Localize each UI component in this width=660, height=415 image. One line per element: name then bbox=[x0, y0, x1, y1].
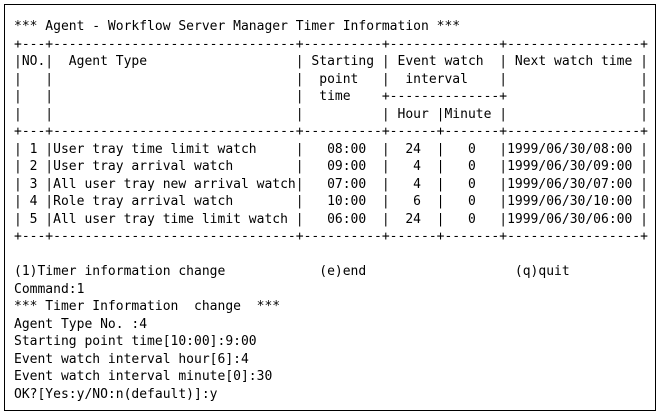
table-header-row-3: | | | time +--------------+ | bbox=[14, 89, 648, 104]
blank-line bbox=[14, 246, 651, 264]
command-line: Command:1 bbox=[14, 281, 85, 297]
table-header-row-1: |NO.| Agent Type | Starting | Event watc… bbox=[14, 54, 648, 69]
table-header-row-4: | | | | Hour |Minute | | bbox=[14, 106, 648, 122]
table-row-2: | 2 |User tray arrival watch | 09:00 | 4… bbox=[14, 159, 648, 174]
table-header-row-2: | | | point | interval | | bbox=[14, 71, 648, 87]
interval-minute-line: Event watch interval minute[0]:30 bbox=[14, 369, 273, 384]
table-row-5: | 5 |All user tray time limit watch | 06… bbox=[14, 211, 648, 227]
change-heading-line: *** Timer Information change *** bbox=[14, 299, 281, 314]
starting-point-time-line: Starting point time[10:00]:9:00 bbox=[14, 334, 257, 349]
table-header-border: +---+-------------------------------+---… bbox=[14, 124, 648, 139]
table-row-3: | 3 |All user tray new arrival watch| 07… bbox=[14, 176, 648, 192]
table-row-4: | 4 |Role tray arrival watch | 10:00 | 6… bbox=[14, 194, 648, 209]
table-bottom-border: +---+-------------------------------+---… bbox=[14, 229, 648, 244]
confirm-line: OK?[Yes:y/NO:n(default)]:y bbox=[14, 386, 218, 402]
interval-hour-line: Event watch interval hour[6]:4 bbox=[14, 351, 249, 367]
agent-type-no-line: Agent Type No. :4 bbox=[14, 316, 148, 332]
menu-line: (1)Timer information change (e)end (q)qu… bbox=[14, 264, 570, 279]
terminal-screen[interactable]: *** Agent - Workflow Server Manager Time… bbox=[4, 4, 656, 411]
table-row-1: | 1 |User tray time limit watch | 08:00 … bbox=[14, 141, 648, 157]
title-line: *** Agent - Workflow Server Manager Time… bbox=[14, 19, 461, 34]
table-top-border: +---+-------------------------------+---… bbox=[14, 36, 648, 52]
